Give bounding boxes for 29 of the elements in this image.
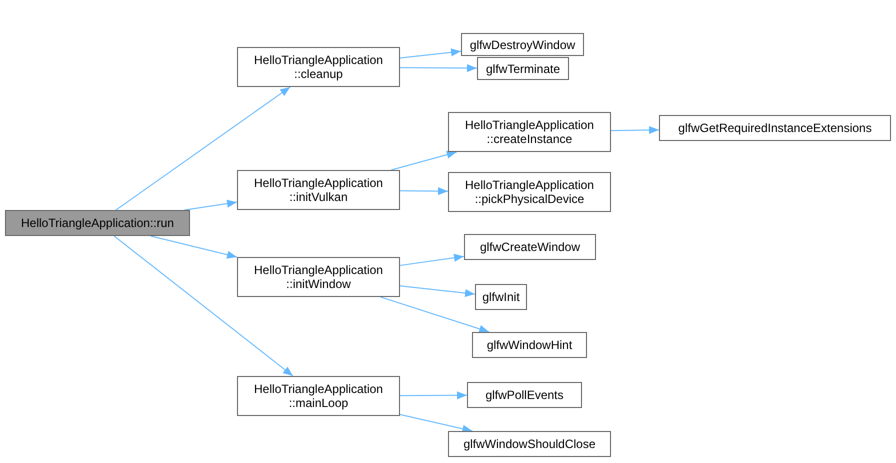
current-function-box: HelloTriangleApplication::run <box>5 210 190 236</box>
function-box: HelloTriangleApplication ::initWindow <box>237 257 400 297</box>
function-box: glfwWindowHint <box>472 332 587 358</box>
arrow <box>400 187 448 196</box>
arrow <box>400 391 468 400</box>
function-box: glfwDestroyWindow <box>461 33 584 56</box>
arrow <box>390 150 458 170</box>
function-box: HelloTriangleApplication ::mainLoop <box>237 376 400 416</box>
function-box: glfwPollEvents <box>467 382 582 408</box>
function-box: HelloTriangleApplication ::pickPhysicalDevice <box>448 172 611 212</box>
arrow <box>115 86 291 210</box>
arrow <box>610 126 660 134</box>
function-box: glfwWindowShouldClose <box>448 431 611 457</box>
arrow <box>400 64 478 72</box>
arrow <box>400 414 473 433</box>
arrow <box>400 254 464 266</box>
arrow <box>114 236 294 376</box>
arrow <box>150 236 238 259</box>
function-box: HelloTriangleApplication ::cleanup <box>237 47 400 87</box>
function-box: HelloTriangleApplication ::createInstance <box>448 112 611 152</box>
function-box: glfwCreateWindow <box>464 234 596 260</box>
function-box: glfwGetRequiredInstanceExtensions <box>659 115 891 141</box>
arrow <box>184 200 238 210</box>
arrow <box>380 296 490 333</box>
arrow <box>400 285 476 298</box>
function-box: glfwTerminate <box>477 57 569 80</box>
function-box: HelloTriangleApplication ::initVulkan <box>237 170 400 210</box>
arrow <box>400 48 462 58</box>
function-box: glfwInit <box>475 284 527 310</box>
